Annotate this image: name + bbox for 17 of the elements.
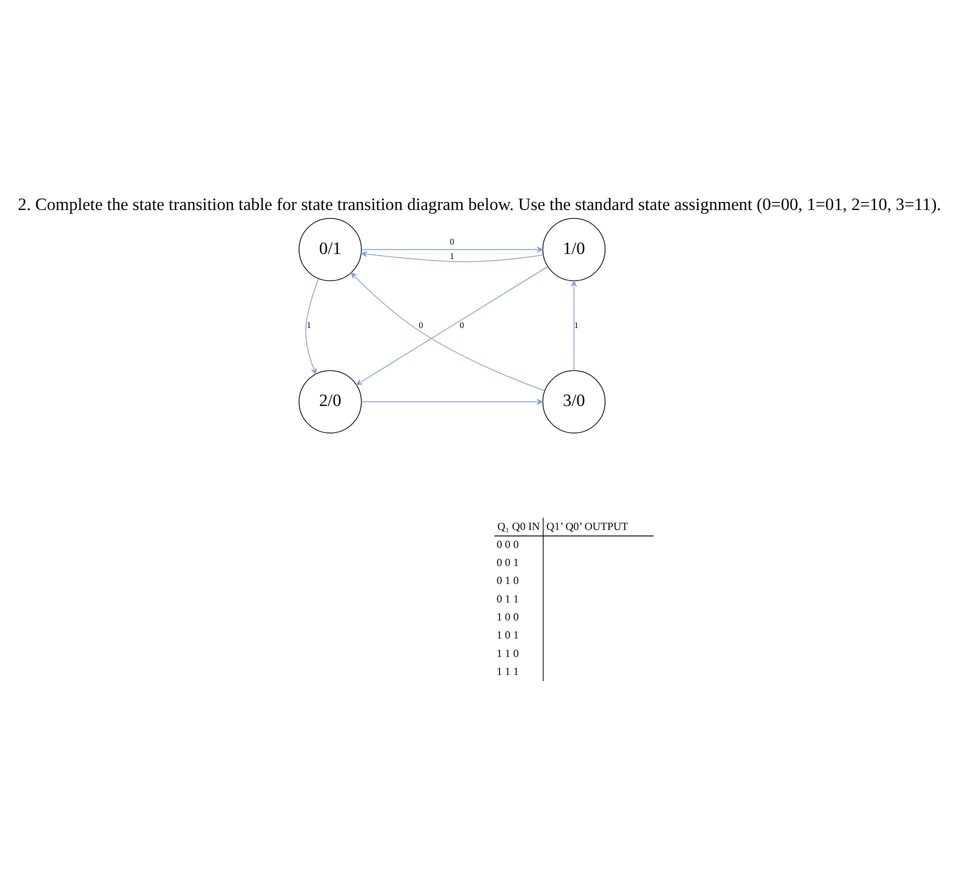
label: 1 0 1 — [496, 630, 519, 642]
label: 0 0 1 — [496, 557, 519, 570]
label: Q₁ Q0 IN — [497, 520, 540, 533]
edge-label: 1 — [306, 320, 312, 330]
edge-label: 1 — [574, 320, 578, 330]
label: 1 0 0 — [496, 611, 519, 624]
edge-label: 0 — [460, 320, 464, 330]
label: 0 1 1 — [496, 593, 519, 606]
label: 1 1 1 — [496, 666, 519, 678]
label: 0 1 0 — [496, 575, 519, 588]
diagram-title: 2. Complete the state transition table for state transition diagram below. Use the standard state assignment (0=00, 1=01, 2=10, 3=11). — [18, 195, 942, 214]
label: Q1’ Q0’ OUTPUT — [546, 520, 628, 533]
edge-label: 1 — [450, 250, 454, 261]
edge-label: 0 — [450, 236, 454, 247]
edge-label: 0 — [418, 320, 424, 330]
label: 0 0 0 — [496, 538, 519, 551]
label: 1 1 0 — [496, 648, 519, 660]
